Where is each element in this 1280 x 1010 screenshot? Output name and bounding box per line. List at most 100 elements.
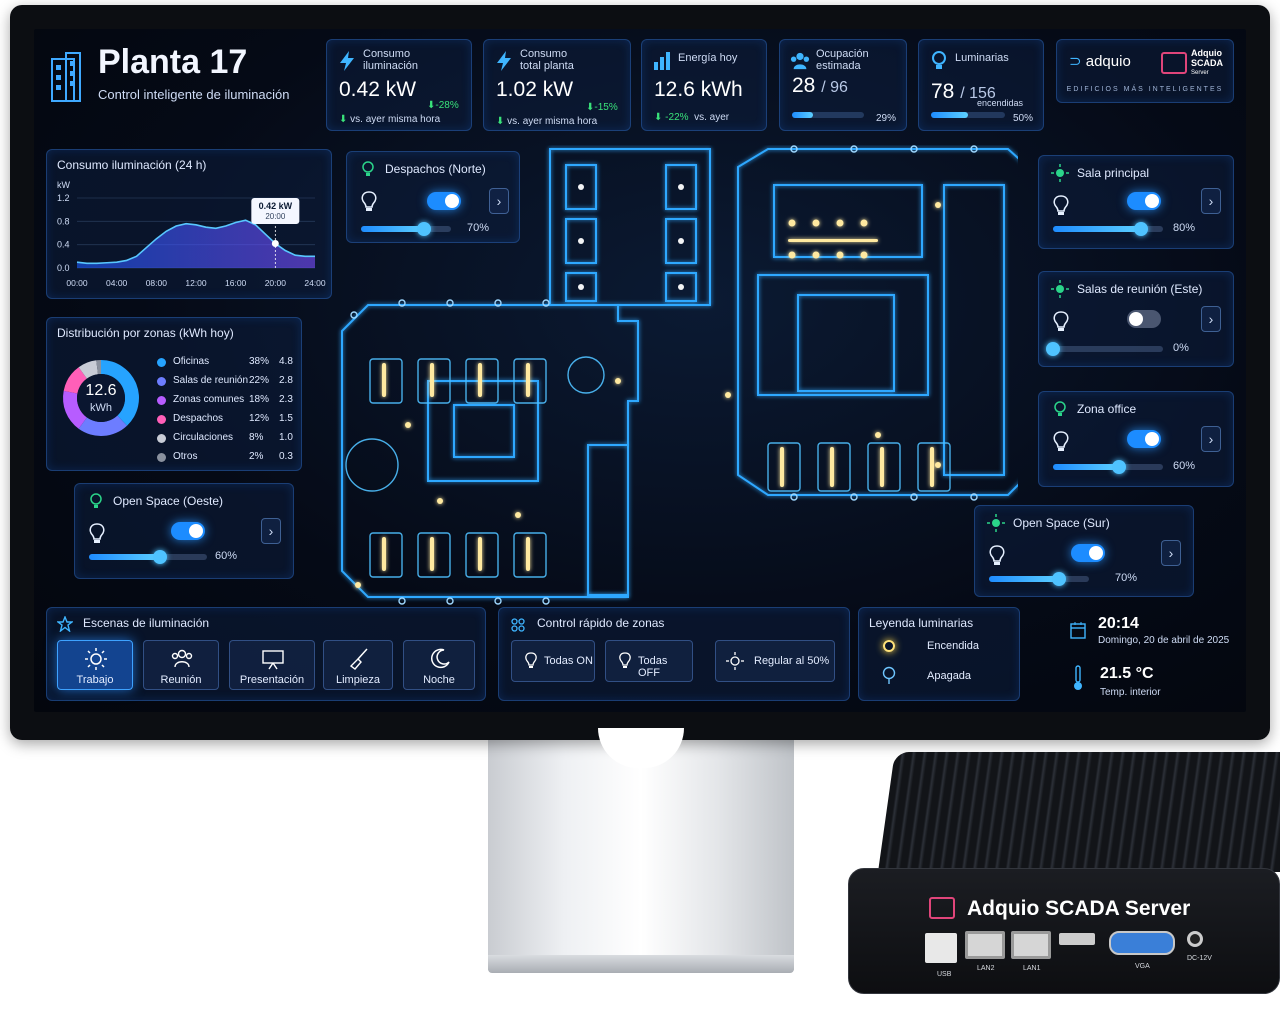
distribution-panel: Distribución por zonas (kWh hoy) 12.6 kW… — [46, 317, 302, 471]
legend-row: Otros 2% 0.3 — [157, 451, 297, 470]
zone-dimmer-slider[interactable] — [1053, 222, 1163, 236]
zone-toggle[interactable] — [1127, 310, 1161, 328]
zone-details-button[interactable]: › — [1201, 306, 1221, 332]
sun-icon — [987, 514, 1005, 532]
bulb-icon — [619, 652, 631, 668]
x-tick-label: 16:00 — [225, 278, 247, 288]
legend-row: Oficinas 38% 4.8 — [157, 356, 297, 375]
zone-card-sala-principal: Sala principal › 80% — [1038, 155, 1234, 249]
zone-toggle[interactable] — [1071, 544, 1105, 562]
kpi-energia-hoy: Energía hoy 12.6 kWh ⬇ -22% vs. ayer — [641, 39, 767, 131]
zone-toggle[interactable] — [171, 522, 205, 540]
donut-slice — [78, 415, 128, 436]
bulb-icon — [361, 191, 377, 211]
sun-icon — [1051, 164, 1069, 182]
sun-icon — [726, 652, 744, 670]
highlight-point — [271, 240, 279, 247]
clock-date: Domingo, 20 de abril de 2025 — [1098, 635, 1230, 646]
donut-slice — [63, 367, 87, 394]
zone-details-button[interactable]: › — [1201, 426, 1221, 452]
distribution-legend: Oficinas 38% 4.8 Salas de reunión 22% 2.… — [157, 356, 297, 470]
page-title: Planta 17 — [98, 43, 248, 81]
broom-icon — [349, 648, 368, 670]
legend-kwh: 1.5 — [279, 413, 293, 424]
zone-toggle[interactable] — [427, 192, 461, 210]
bulb-icon — [989, 545, 1005, 565]
legend-swatch — [157, 358, 166, 367]
zone-card-open-oeste: Open Space (Oeste) › 60% — [74, 483, 294, 579]
bulb-outline-icon — [90, 493, 102, 508]
zone-toggle[interactable] — [1127, 192, 1161, 210]
zone-dimmer-slider[interactable] — [89, 550, 207, 564]
luminaire-legend: Leyenda luminarias Encendida Apagada — [858, 607, 1020, 701]
people-icon — [790, 52, 810, 70]
calendar-icon — [1070, 622, 1086, 639]
legend-kwh: 2.8 — [279, 375, 293, 386]
zone-card-salas-reunion: Salas de reunión (Este) › 0% — [1038, 271, 1234, 367]
legend-label: Salas de reunión — [173, 375, 249, 386]
bolt-icon — [497, 51, 511, 71]
consumption-area — [77, 220, 315, 268]
legend-row: Despachos 12% 1.5 — [157, 413, 297, 432]
page-subtitle: Control inteligente de iluminación — [98, 87, 290, 102]
scene-button-presentacion[interactable]: Presentación — [229, 640, 315, 690]
zone-card-open-sur: Open Space (Sur) › 70% — [974, 505, 1194, 597]
zone-card-despachos: Despachos (Norte) › 70% — [346, 151, 520, 243]
legend-pct: 2% — [249, 451, 264, 462]
zone-details-button[interactable]: › — [489, 188, 509, 214]
bulb-outline-icon — [362, 161, 374, 176]
scada-server-device: Adquio SCADA Server USB LAN2 LAN1 VGA DC… — [848, 868, 1280, 994]
grid-icon — [511, 618, 525, 632]
legend-pct: 22% — [249, 375, 270, 386]
x-tick-label: 20:00 — [265, 278, 287, 288]
legend-label: Otros — [173, 451, 198, 462]
zone-dimmer-slider[interactable] — [361, 222, 451, 236]
sun-icon — [1051, 280, 1069, 298]
floor-plan[interactable] — [318, 145, 1018, 605]
bulb-icon — [525, 652, 537, 668]
all-on-button[interactable]: Todas ON — [511, 640, 595, 682]
bar-chart-icon — [654, 52, 670, 70]
zone-details-button[interactable]: › — [1201, 188, 1221, 214]
star-icon — [57, 616, 73, 632]
legend-pct: 12% — [249, 413, 270, 424]
scene-button-limpieza[interactable]: Limpieza — [323, 640, 393, 690]
kpi-luminarias: Luminarias 78 / 156 encendidas 50% — [918, 39, 1044, 131]
y-axis-unit: kW — [57, 180, 71, 190]
all-off-button[interactable]: Todas OFF — [605, 640, 693, 682]
monitor-stand-base — [488, 955, 794, 973]
y-tick-label: 0.8 — [57, 216, 70, 226]
luminaires-bar — [931, 112, 1005, 118]
legend-kwh: 1.0 — [279, 432, 293, 443]
donut-slice — [96, 360, 101, 375]
temperature-value: 21.5 °C — [1100, 665, 1154, 682]
zone-dimmer-slider[interactable] — [1046, 342, 1163, 356]
scenes-panel: Escenas de iluminación Trabajo Reunión P… — [46, 607, 486, 701]
sun-icon — [85, 648, 107, 670]
monitor-stand — [488, 738, 794, 970]
legend-pct: 38% — [249, 356, 270, 367]
legend-swatch — [157, 415, 166, 424]
zone-toggle[interactable] — [1127, 430, 1161, 448]
zone-details-button[interactable]: › — [261, 518, 281, 544]
zone-dimmer-slider[interactable] — [1053, 460, 1163, 474]
scene-button-noche[interactable]: Noche — [403, 640, 475, 690]
adquio-logo: ⊃ adquio — [1069, 53, 1131, 70]
zone-dimmer-slider[interactable] — [989, 572, 1089, 586]
legend-label: Circulaciones — [173, 432, 234, 443]
legend-row: Salas de reunión 22% 2.8 — [157, 375, 297, 394]
scene-button-reunion[interactable]: Reunión — [143, 640, 219, 690]
legend-pct: 8% — [249, 432, 264, 443]
legend-swatch — [157, 396, 166, 405]
dim-50-button[interactable]: Regular al 50% — [715, 640, 835, 682]
scene-button-trabajo[interactable]: Trabajo — [57, 640, 133, 690]
kpi-value: 0.42 kW — [339, 78, 417, 101]
donut-slice — [78, 360, 98, 379]
bulb-icon — [89, 523, 105, 543]
zone-details-button[interactable]: › — [1161, 540, 1181, 566]
legend-row: Circulaciones 8% 1.0 — [157, 432, 297, 451]
